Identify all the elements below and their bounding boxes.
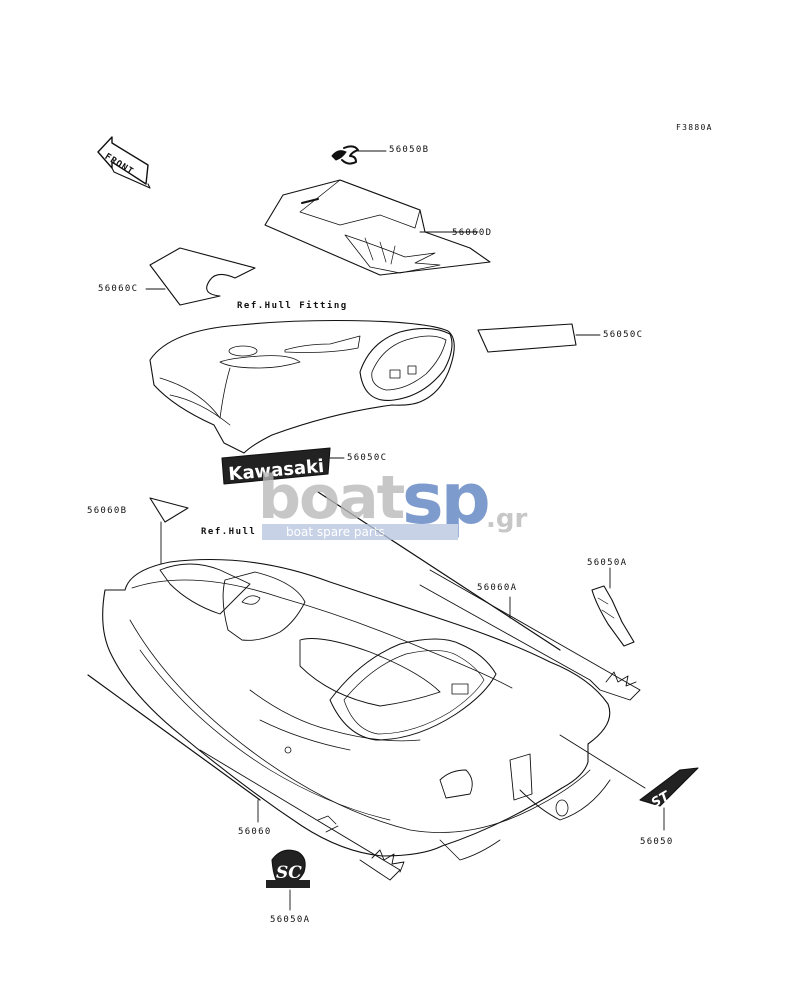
part-number-56050a-right: 56050A <box>587 558 628 568</box>
decal-56050a-right <box>591 567 635 647</box>
part-number-56060d: 56060D <box>452 228 493 238</box>
part-number-56050c-kawasaki: 56050C <box>347 453 388 463</box>
part-number-56060c: 56060C <box>98 284 139 294</box>
hull-fitting-cowl <box>149 319 455 454</box>
watermark: boat sp .gr boat spare parts <box>258 458 548 546</box>
front-arrow-icon <box>97 136 151 189</box>
sc-decal: SC <box>266 849 310 911</box>
part-number-56050: 56050 <box>640 837 674 847</box>
seat-decal-56060d <box>264 179 491 276</box>
decal-56060c <box>145 247 256 306</box>
stripe-56060 <box>87 674 405 881</box>
watermark-brand-b: sp <box>402 458 491 540</box>
watermark-tagline: boat spare parts <box>262 524 458 540</box>
hull-body <box>102 558 646 861</box>
stripe-56060a <box>317 491 641 701</box>
figure-code: F3880A <box>676 123 713 132</box>
decal-56060b <box>149 497 189 567</box>
part-number-56050a-bottom: 56050A <box>270 915 311 925</box>
part-number-56050c-strip: 56050C <box>603 330 644 340</box>
watermark-tld: .gr <box>486 504 528 534</box>
watermark-brand-a: boat <box>258 463 405 533</box>
kawasaki-decal: Kawasaki <box>221 447 345 485</box>
part-number-56050b: 56050B <box>389 145 430 155</box>
ref-hull-label: Ref.Hull <box>201 527 257 537</box>
svg-text:SC: SC <box>276 863 302 883</box>
ref-hull-fitting-label: Ref.Hull Fitting <box>237 301 348 311</box>
part-number-56060a: 56060A <box>477 583 518 593</box>
ds-decal <box>331 145 387 165</box>
decal-56050c-strip <box>477 323 601 353</box>
part-number-56060: 56060 <box>238 827 272 837</box>
stx-decal: ST <box>639 767 699 831</box>
part-number-56060b: 56060B <box>87 506 128 516</box>
